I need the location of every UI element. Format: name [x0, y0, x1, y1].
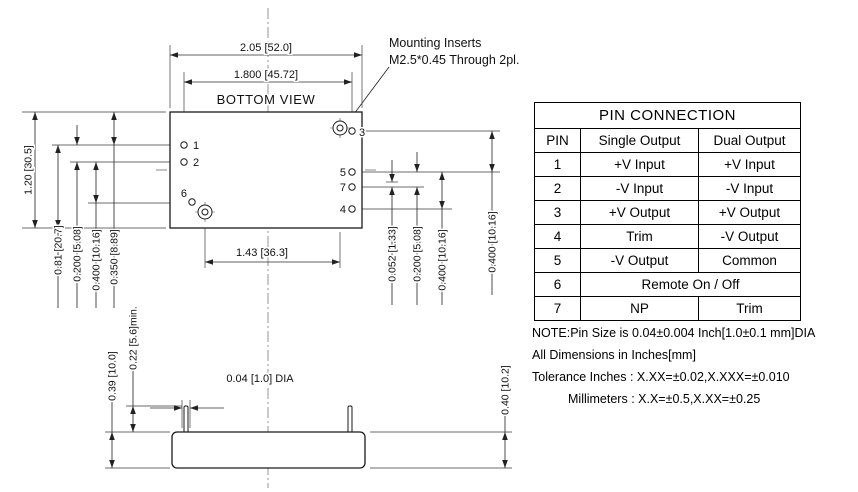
dim-pin-span-width-label: 1.800 [45.72]: [234, 69, 298, 81]
pin-cell: 2: [534, 176, 581, 201]
single-output-cell: NP: [580, 296, 699, 321]
pin-7-marker: [348, 183, 356, 191]
pin-5-label: 5: [340, 167, 346, 179]
pin-1-marker: [180, 141, 188, 149]
pin-6-marker: [188, 198, 196, 206]
dim-pin-diameter-label: 0.04 [1.0] DIA: [226, 373, 294, 385]
table-row: 2 -V Input -V Input: [534, 176, 801, 201]
pin-markers: [180, 127, 356, 213]
dim-overall-height-label: 1.20 [30.5]: [23, 145, 35, 195]
mounting-note-line1: Mounting Inserts: [389, 36, 481, 50]
mounting-insert-top-right: [330, 118, 350, 138]
table-row: 6 Remote On / Off: [534, 272, 801, 297]
pin-7-label: 7: [340, 182, 346, 194]
dim-left-d-label: 0.350 [8.89]: [109, 229, 121, 285]
dim-overall-width-label: 2.05 [52.0]: [240, 42, 292, 54]
note-dimensions: All Dimensions in Inches[mm]: [532, 348, 696, 362]
single-output-cell: -V Output: [580, 248, 699, 273]
dim-right-b-label: 0.200 [5.08]: [412, 226, 424, 282]
pin-4-label: 4: [340, 204, 346, 216]
side-view-outline: [171, 405, 366, 469]
dim-right-a-label: 0.052 [1.33]: [387, 226, 399, 282]
dimension-lines: [32, 52, 508, 468]
pin-cell: 5: [534, 248, 581, 273]
pin-connection-table: PIN CONNECTION PIN Single Output Dual Ou…: [534, 102, 801, 321]
pin-cell: 3: [534, 200, 581, 225]
pin-3-marker: [348, 127, 356, 135]
remote-on-off-cell: Remote On / Off: [580, 272, 801, 297]
note-tolerance-millimeters: Millimeters : X.X=±0.5,X.XX=±0.25: [568, 392, 761, 406]
pin-6-label: 6: [181, 188, 187, 200]
col-header-pin: PIN: [534, 128, 581, 153]
mechanical-drawing: 2.05 [52.0] 1.800 [45.72] Mounting Inser…: [21, 8, 519, 488]
table-row: 3 +V Output +V Output: [534, 200, 801, 225]
dim-side-height-label: 0.39 [10.0]: [107, 351, 119, 401]
dim-left-c-label: 0.400 [10.16]: [91, 229, 103, 290]
dual-output-cell: Common: [698, 248, 801, 273]
table-title: PIN CONNECTION: [534, 102, 801, 129]
dual-output-cell: Trim: [698, 296, 801, 321]
dim-right-c-label: 0.400 [10.16]: [437, 229, 449, 290]
mounting-note-line2: M2.5*0.45 Through 2pl.: [389, 53, 519, 67]
pin-2-marker: [180, 158, 188, 166]
table-row: 1 +V Input +V Input: [534, 152, 801, 177]
dual-output-cell: +V Output: [698, 200, 801, 225]
table-row: 4 Trim -V Output: [534, 224, 801, 249]
single-output-cell: -V Input: [580, 176, 699, 201]
side-view-pin-right: [347, 405, 353, 434]
col-header-dual: Dual Output: [698, 128, 801, 153]
single-output-cell: +V Input: [580, 152, 699, 177]
single-output-cell: +V Output: [580, 200, 699, 225]
pin-2-label: 2: [193, 157, 199, 169]
single-output-cell: Trim: [580, 224, 699, 249]
side-view-pin-left: [183, 405, 189, 434]
pin-cell: 6: [534, 272, 581, 297]
mounting-insert-bottom-left: [195, 202, 215, 222]
pin-cell: 7: [534, 296, 581, 321]
dim-right-d-label: 0.400 [10.16]: [487, 211, 499, 272]
view-label: BOTTOM VIEW: [217, 92, 316, 107]
notes-block: NOTE:Pin Size is 0.04±0.004 Inch[1.0±0.1…: [532, 322, 856, 410]
dual-output-cell: -V Output: [698, 224, 801, 249]
dim-pin-length-min-label: 0.22 [5.6]min.: [128, 306, 140, 370]
pin-4-marker: [348, 205, 356, 213]
pin-5-marker: [348, 168, 356, 176]
note-tolerance-inches: Tolerance Inches : X.XX=±0.02,X.XXX=±0.0…: [532, 370, 790, 384]
dim-side-height-total-label: 0.40 [10.2]: [500, 365, 512, 415]
note-pin-size: NOTE:Pin Size is 0.04±0.004 Inch[1.0±0.1…: [532, 326, 816, 340]
pin-3-label: 3: [359, 127, 365, 139]
table-row: 7 NP Trim: [534, 296, 801, 321]
pin-1-label: 1: [193, 140, 199, 152]
dual-output-cell: +V Input: [698, 152, 801, 177]
dim-left-b-label: 0.200 [5.08]: [72, 226, 84, 282]
dim-left-a-label: 0.81 [20.7]: [53, 225, 65, 275]
pin-cell: 1: [534, 152, 581, 177]
dim-insert-span-label: 1.43 [36.3]: [236, 247, 288, 259]
table-row: 5 -V Output Common: [534, 248, 801, 273]
dual-output-cell: -V Input: [698, 176, 801, 201]
pin-cell: 4: [534, 224, 581, 249]
col-header-single: Single Output: [580, 128, 699, 153]
